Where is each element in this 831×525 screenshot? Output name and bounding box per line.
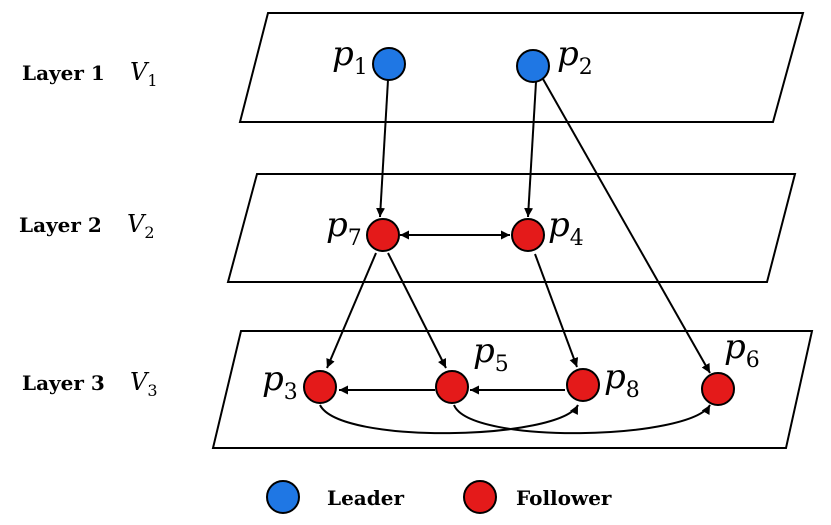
edge-p7-p3 — [326, 252, 377, 369]
node-p3 — [303, 370, 337, 404]
edge-p7-p5 — [387, 252, 447, 369]
node-p8 — [566, 368, 600, 402]
layer-1-title: Layer 1 — [22, 61, 105, 85]
legend-leader-swatch — [266, 480, 300, 514]
layer-3-set-label: V3 — [130, 368, 158, 400]
node-p5 — [435, 370, 469, 404]
node-label-p3: p3 — [262, 359, 298, 405]
edge-p5-p6 — [453, 404, 711, 435]
node-label-p1: p1 — [332, 34, 368, 80]
node-label-p8: p8 — [604, 357, 640, 403]
node-label-p4: p4 — [548, 205, 584, 251]
node-labels: p1 p2 p7 p4 p3 p5 p8 p6 — [262, 34, 760, 405]
node-label-p7: p7 — [326, 205, 362, 251]
edge-p3-p8 — [319, 404, 579, 435]
layer-2-title: Layer 2 — [19, 213, 102, 237]
layer-3-title: Layer 3 — [22, 371, 105, 395]
node-label-p5: p5 — [473, 331, 509, 377]
layer-1-set-label: V1 — [130, 58, 158, 90]
edge-p2-p4 — [524, 81, 537, 218]
edge-p4-p8 — [534, 253, 579, 368]
layer-2-set-label: V2 — [127, 210, 155, 242]
legend-follower-label: Follower — [516, 486, 612, 510]
node-p7 — [366, 218, 400, 252]
legend-leader-label: Leader — [327, 486, 404, 510]
nodes — [303, 47, 735, 406]
layer-2-plane — [226, 173, 797, 283]
node-p4 — [511, 218, 545, 252]
edge-p1-p7 — [376, 79, 389, 218]
node-label-p6: p6 — [724, 327, 760, 373]
node-p1 — [372, 47, 406, 81]
edges — [319, 78, 711, 435]
edge-p2-p6 — [542, 78, 711, 374]
legend-follower-swatch — [463, 480, 497, 514]
node-label-p2: p2 — [557, 34, 593, 80]
node-p6 — [701, 372, 735, 406]
legend: Leader Follower — [266, 480, 612, 514]
node-p2 — [516, 49, 550, 83]
